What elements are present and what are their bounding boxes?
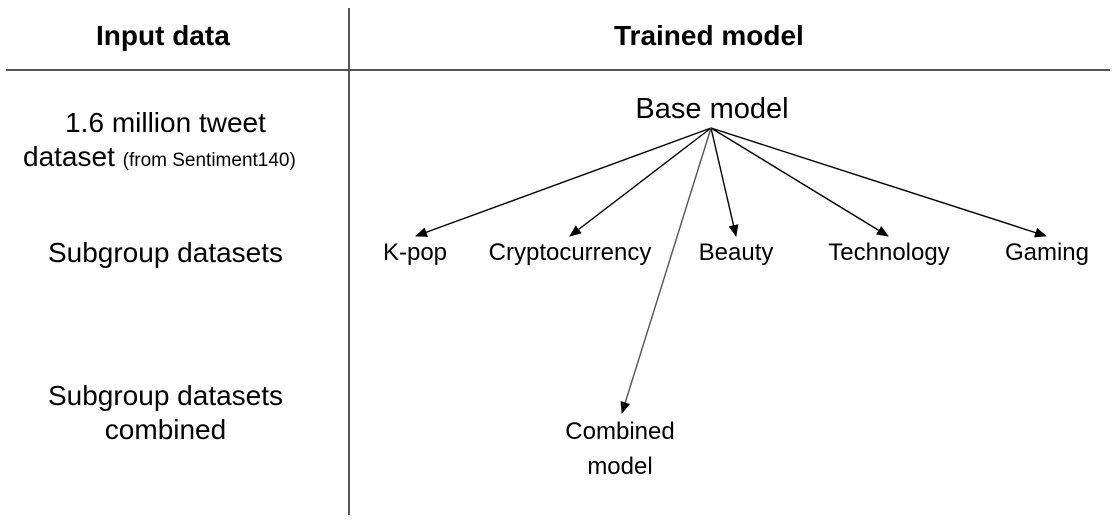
arrow-to-kpop — [415, 127, 712, 237]
subgroup-node-beauty: Beauty — [698, 239, 774, 266]
arrow-to-combined-model — [620, 127, 712, 414]
row-base-dataset-source-note: (from Sentiment140) — [122, 150, 296, 171]
row-base-dataset-line1: 1.6 million tweet — [65, 107, 266, 138]
arrow-to-cryptocurrency — [569, 127, 712, 237]
subgroup-node-kpop: K-pop — [382, 239, 448, 266]
arrow-to-technology — [710, 127, 889, 237]
row-combined-datasets-label: Subgroup datasets combined — [0, 379, 331, 447]
row-combined-datasets-line2: combined — [104, 414, 227, 445]
arrow-to-beauty — [710, 127, 739, 237]
trained-model-header: Trained model — [614, 20, 804, 51]
base-model-node: Base model — [635, 93, 789, 125]
arrow-to-gaming — [710, 127, 1047, 238]
row-subgroup-datasets-label: Subgroup datasets — [47, 237, 284, 268]
input-data-header: Input data — [96, 20, 230, 51]
combined-model-line1: Combined — [565, 418, 675, 445]
subgroup-node-cryptocurrency: Cryptocurrency — [488, 239, 652, 266]
row-base-dataset-line2: dataset (from Sentiment140) — [0, 140, 331, 178]
combined-model-node: Combined model — [540, 414, 700, 484]
combined-model-line2: model — [587, 453, 653, 480]
subgroup-node-gaming: Gaming — [1004, 239, 1090, 266]
row-base-dataset-word: dataset — [23, 141, 115, 172]
subgroup-node-technology: Technology — [828, 239, 950, 266]
row-combined-datasets-line1: Subgroup datasets — [47, 380, 284, 411]
row-base-dataset-label: 1.6 million tweet dataset (from Sentimen… — [0, 106, 331, 178]
